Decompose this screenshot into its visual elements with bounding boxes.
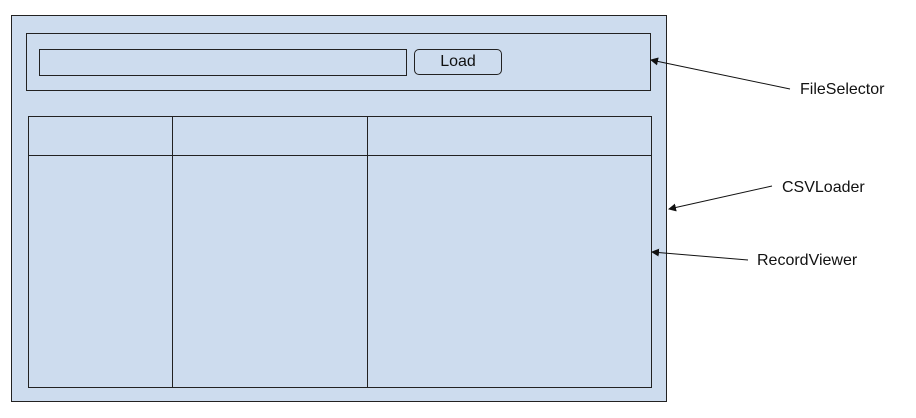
csv-loader-arrow [668, 185, 773, 212]
load-button[interactable]: Load [414, 49, 502, 75]
column-divider [172, 117, 173, 387]
table-header-row [29, 117, 651, 156]
record-viewer-arrow [651, 248, 749, 261]
file-path-input[interactable] [39, 49, 407, 76]
csv-loader-container [11, 15, 667, 402]
file-selector-arrow [650, 57, 791, 90]
record-viewer-label: RecordViewer [757, 252, 858, 269]
csv-loader-label: CSVLoader [782, 179, 865, 196]
column-divider [367, 117, 368, 387]
file-selector-label: FileSelector [800, 81, 885, 98]
